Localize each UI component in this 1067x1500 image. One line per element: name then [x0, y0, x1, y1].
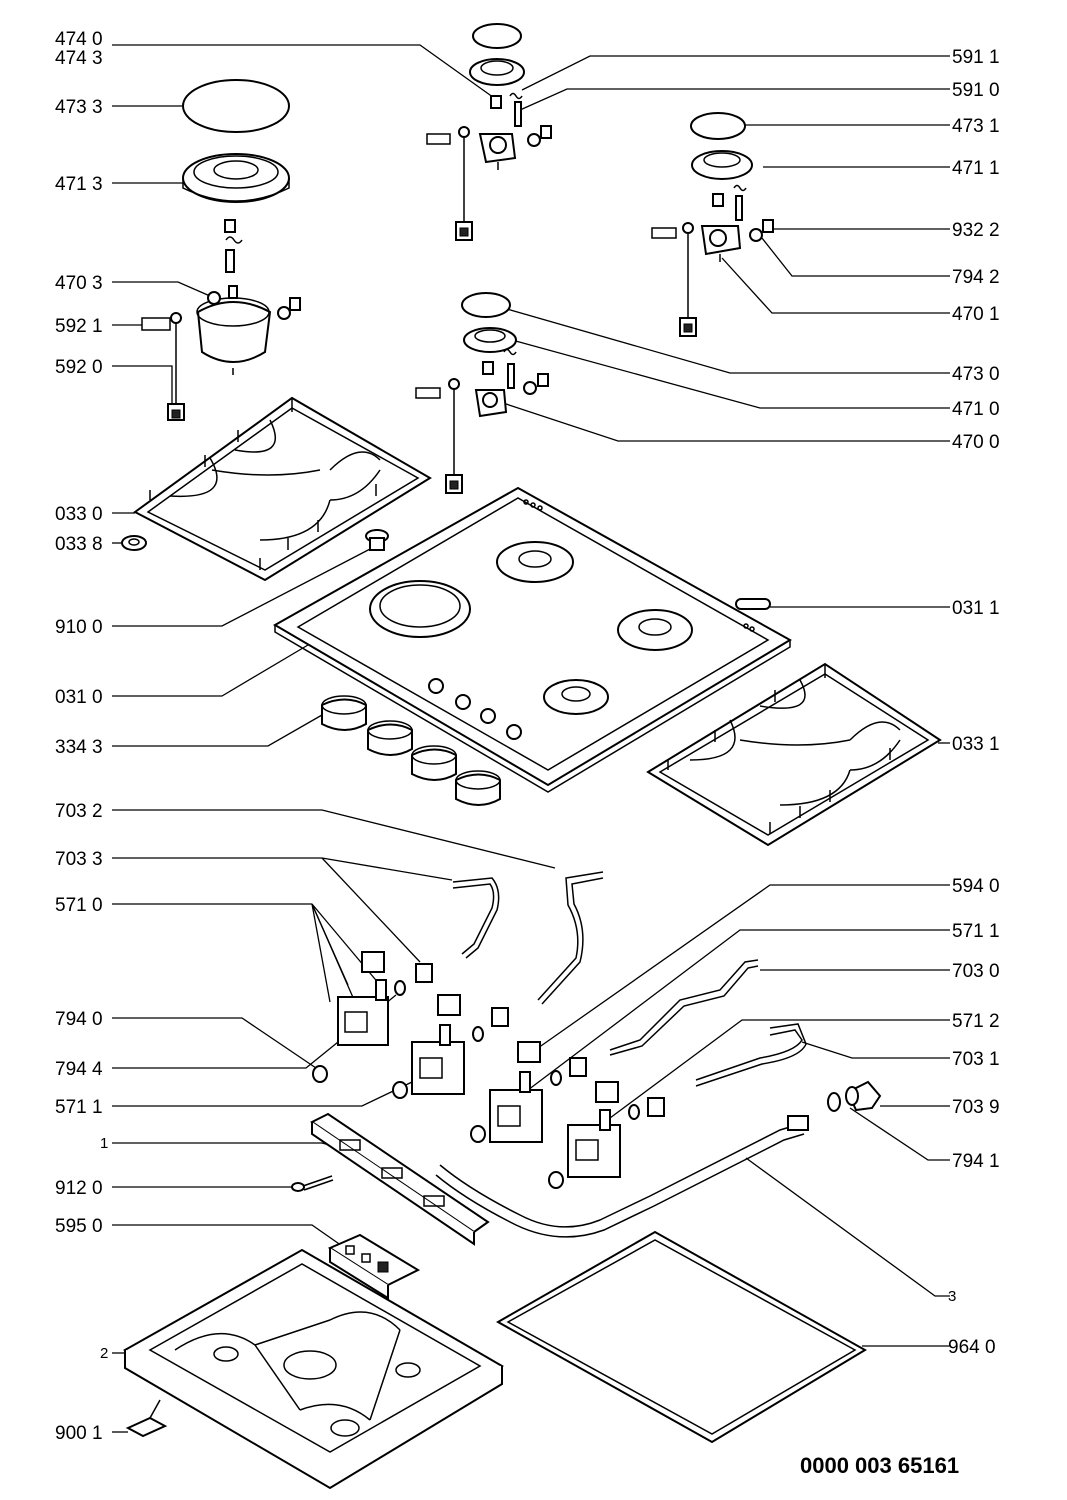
hose-3 [435, 1115, 809, 1238]
burner-large [182, 79, 301, 375]
label-470-3: 470 3 [55, 273, 103, 294]
spring-910-0 [365, 529, 389, 551]
valve-2 [392, 994, 509, 1099]
badge-031-1 [735, 598, 771, 610]
label-703-1: 703 1 [952, 1049, 1000, 1070]
valve-4 [548, 1081, 665, 1189]
label-473-0: 473 0 [952, 364, 1000, 385]
label-594-0: 594 0 [952, 876, 1000, 897]
cooktop-031-0 [272, 486, 792, 793]
label-571-0: 571 0 [55, 895, 103, 916]
label-794-4: 794 4 [55, 1059, 103, 1080]
gas-valves [312, 951, 665, 1189]
label-591-1: 591 1 [952, 47, 1000, 68]
thermocouple-top [426, 126, 473, 241]
thermocouple-left [141, 312, 185, 421]
label-912-0: 912 0 [55, 1178, 103, 1199]
clip-900-1 [125, 1399, 168, 1438]
knobs-334-3 [321, 695, 501, 806]
label-033-8: 033 8 [55, 534, 103, 555]
label-910-0: 910 0 [55, 617, 103, 638]
label-031-1: 031 1 [952, 598, 1000, 619]
burner-top [469, 23, 552, 170]
label-571-1-left: 571 1 [55, 1097, 103, 1118]
label-571-1-right: 571 1 [952, 921, 1000, 942]
document-number: 0000 003 65161 [800, 1453, 959, 1478]
label-2: 2 [100, 1345, 108, 1362]
label-3: 3 [948, 1288, 956, 1305]
label-470-0: 470 0 [952, 432, 1000, 453]
gas-connector-703-9 [827, 1080, 882, 1112]
label-473-1: 473 1 [952, 116, 1000, 137]
labels-right: 591 1 591 0 473 1 471 1 932 2 794 2 470 … [948, 47, 1000, 1358]
label-703-2: 703 2 [55, 801, 103, 822]
pan-support-right [646, 662, 942, 847]
pan-support-left [133, 396, 432, 582]
valve-1 [312, 951, 433, 1083]
label-703-9: 703 9 [952, 1097, 1000, 1118]
valve-3 [470, 1041, 587, 1143]
label-471-0: 471 0 [952, 399, 1000, 420]
label-794-1: 794 1 [952, 1151, 1000, 1172]
label-474-3: 474 3 [55, 48, 103, 69]
label-794-2: 794 2 [952, 267, 1000, 288]
label-1: 1 [100, 1135, 108, 1152]
seal-964-0 [495, 1230, 867, 1444]
screw-912-0 [291, 1175, 334, 1192]
label-595-0: 595 0 [55, 1216, 103, 1237]
label-703-0: 703 0 [952, 961, 1000, 982]
bottom-tray-2 [122, 1248, 504, 1490]
ignition-unit-595-0 [327, 1233, 421, 1300]
burner-right [690, 112, 774, 262]
label-471-3: 471 3 [55, 174, 103, 195]
switch-rail-1 [310, 1112, 490, 1246]
label-473-3: 473 3 [55, 97, 103, 118]
label-794-0: 794 0 [55, 1009, 103, 1030]
label-031-0: 031 0 [55, 687, 103, 708]
label-474-0: 474 0 [55, 29, 103, 50]
pipes-703 [452, 871, 807, 1087]
label-470-1: 470 1 [952, 304, 1000, 325]
label-592-1: 592 1 [55, 316, 103, 337]
thermocouple-right [651, 222, 697, 337]
labels-left: 474 0 474 3 473 3 471 3 470 3 592 1 592 … [55, 29, 108, 1444]
label-591-0: 591 0 [952, 80, 1000, 101]
label-592-0: 592 0 [55, 357, 103, 378]
label-964-0: 964 0 [948, 1337, 996, 1358]
foot-033-8 [121, 535, 147, 551]
burner-middle [461, 292, 549, 418]
label-932-2: 932 2 [952, 220, 1000, 241]
label-334-3: 334 3 [55, 737, 103, 758]
thermocouple-middle [415, 378, 463, 494]
label-033-0: 033 0 [55, 504, 103, 525]
label-471-1: 471 1 [952, 158, 1000, 179]
label-033-1: 033 1 [952, 734, 1000, 755]
label-571-2: 571 2 [952, 1011, 1000, 1032]
label-703-3: 703 3 [55, 849, 103, 870]
label-900-1: 900 1 [55, 1423, 103, 1444]
